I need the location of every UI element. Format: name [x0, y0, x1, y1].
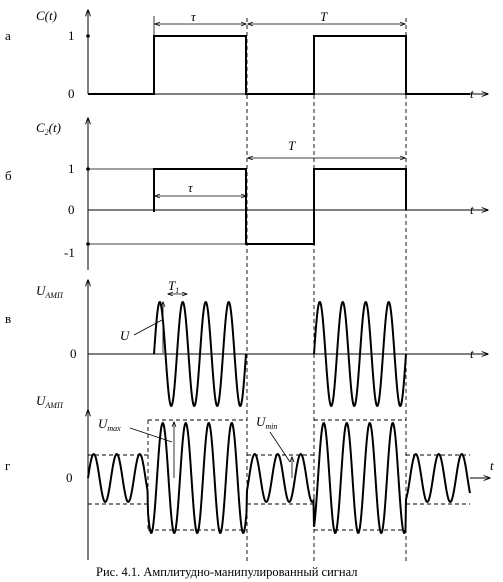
panel-b-tick-zero: 0 — [68, 202, 75, 217]
panel-b-t-label: t — [470, 202, 474, 217]
panel-a: а C(t) 1 0 t τ T — [5, 8, 488, 101]
panel-d-tick-zero: 0 — [66, 470, 73, 485]
panel-b-letter: б — [5, 168, 12, 183]
panel-a-letter: а — [5, 28, 11, 43]
panel-c-y-label: UАМП — [36, 283, 64, 300]
panel-b-y-label: C2(t) — [36, 120, 61, 137]
figure-caption: Рис. 4.1. Амплитудно-манипулированный си… — [96, 565, 358, 579]
panel-b-tick-one: 1 — [68, 161, 75, 176]
panel-b-bipolar-pulse-train — [153, 168, 407, 245]
panel-b: б C2(t) 1 0 -1 t τ T — [5, 118, 488, 270]
panel-d-y-label: UАМП — [36, 393, 64, 410]
panel-a-t-label: t — [470, 86, 474, 101]
panel-d: г UАМП 0 t Umax Umin — [5, 393, 494, 560]
panel-a-period-label: T — [320, 9, 328, 24]
panel-b-period-label: T — [288, 138, 296, 153]
panel-c-letter: в — [5, 311, 11, 326]
panel-c: в UАМП 0 t T1 U — [5, 278, 488, 410]
panel-d-umax-label: Umax — [98, 416, 121, 433]
panel-b-tick-minus-one: -1 — [64, 245, 75, 260]
panel-c-ask-burst-2 — [313, 301, 407, 407]
panel-c-tick-zero: 0 — [70, 346, 77, 361]
panel-d-letter: г — [5, 458, 10, 473]
panel-c-amplitude-leader — [133, 319, 163, 336]
panel-a-tick-zero: 0 — [68, 86, 75, 101]
panel-a-tick-one: 1 — [68, 28, 75, 43]
panel-d-t-label: t — [490, 458, 494, 473]
panel-a-y-label: C(t) — [36, 8, 57, 23]
panel-d-umin-label: Umin — [256, 414, 277, 431]
panel-c-amplitude-label: U — [120, 328, 131, 343]
panel-a-pulse-train — [88, 35, 470, 95]
panel-a-tau-label: τ — [191, 9, 197, 24]
panel-a-tick-one-dot — [86, 34, 90, 38]
panel-d-umin-leader — [269, 431, 291, 463]
panel-c-ask-burst-1 — [153, 301, 247, 407]
panel-c-t1-label: T1 — [168, 278, 179, 295]
panel-d-umax-leader — [129, 427, 173, 443]
panel-c-t-label: t — [470, 346, 474, 361]
panel-b-tau-label: τ — [188, 180, 194, 195]
panel-d-ask-signal-with-residual-carrier — [87, 422, 471, 534]
